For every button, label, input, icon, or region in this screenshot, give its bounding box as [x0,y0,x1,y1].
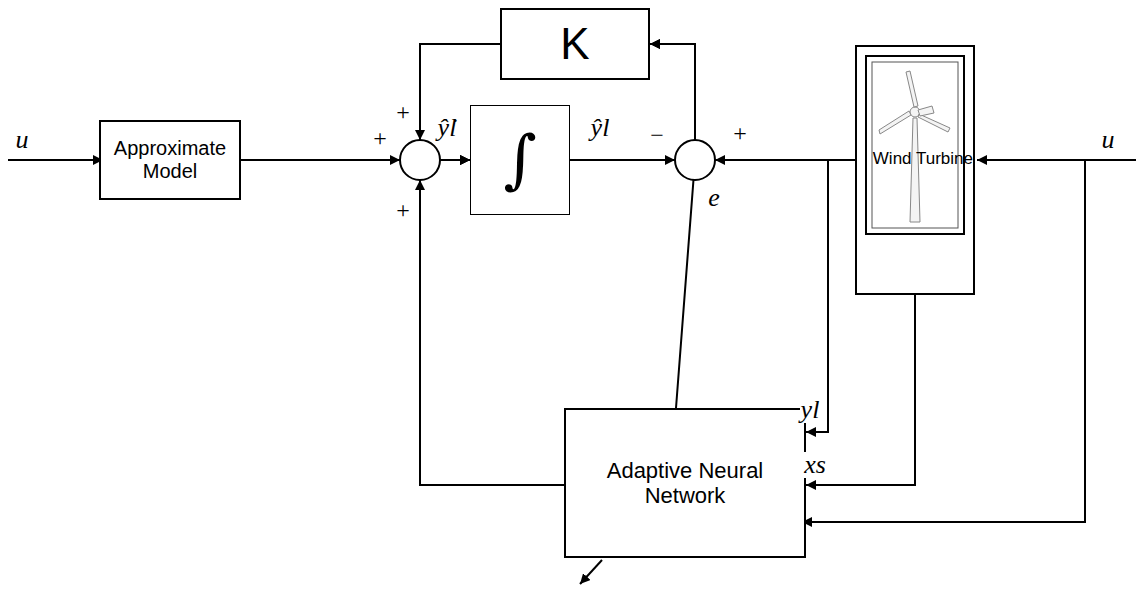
signal-label: xs [803,452,827,478]
signal-connector [570,160,695,408]
arrowhead [415,180,425,190]
sign-label: − [649,123,665,147]
node-label: Adaptive Neural Network [566,458,804,509]
node-label: ∫ [503,123,536,197]
arrowhead [665,155,675,165]
turbine-box: Wind Turbine [855,45,975,295]
arrowhead [390,155,400,165]
sign-label: + [395,198,411,222]
summing-junction [400,140,440,180]
node-label: Approximate Model [101,137,239,183]
signal-label: ŷ̇l [437,115,458,141]
input-wire [977,159,1136,161]
sign-label: + [372,126,388,150]
signal-label: u [1101,127,1116,153]
node-label: Wind Turbine [873,149,973,169]
gain-box: K [500,8,650,80]
integrator-box: ∫ [470,105,570,215]
signal-label: e [707,185,721,211]
summing-junction [675,140,715,180]
wind-turbine-illustration [866,56,964,234]
signal-label: ŷl [590,115,611,141]
node-label: K [560,19,589,70]
signal-label: u [15,127,30,153]
signal-label: yl [800,397,821,423]
model-box: Approximate Model [99,120,241,200]
arrowhead [715,155,725,165]
output-wire [580,560,602,584]
signal-connector [650,44,855,160]
sign-label: + [395,100,411,124]
input-wire [8,159,103,161]
sign-label: + [732,121,748,145]
network-box: Adaptive Neural Network [564,408,806,558]
arrowhead [415,130,425,140]
signal-connector [806,160,855,432]
